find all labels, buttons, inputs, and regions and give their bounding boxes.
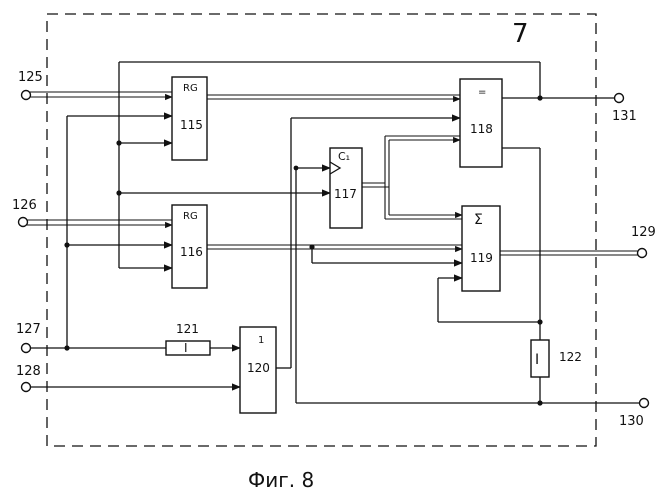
adder-119: Σ 119: [462, 206, 500, 291]
comparator-118-type: =: [478, 87, 486, 98]
trigger-120: 1 120: [240, 327, 276, 413]
terminal-131: [615, 94, 624, 103]
element-121-type: I: [184, 341, 188, 355]
element-122-number: 122: [559, 350, 582, 364]
register-115-number: 115: [180, 118, 203, 132]
element-122: I 122: [531, 340, 582, 377]
terminal-label-125: 125: [18, 70, 43, 85]
register-115: RG 115: [172, 77, 207, 160]
register-116: RG 116: [172, 205, 207, 288]
module-boundary: [47, 14, 596, 446]
terminal-label-127: 127: [16, 322, 41, 337]
terminal-129: [638, 249, 647, 258]
counter-117-number: 117: [334, 187, 357, 201]
terminal-127: [22, 344, 31, 353]
terminal-128: [22, 383, 31, 392]
terminal-label-130: 130: [619, 414, 644, 429]
terminal-label-129: 129: [631, 225, 656, 240]
figure-caption: Фиг. 8: [248, 468, 314, 492]
register-116-number: 116: [180, 245, 203, 259]
register-115-type: RG: [183, 83, 198, 94]
comparator-118: = 118: [460, 79, 502, 167]
terminal-label-126: 126: [12, 198, 37, 213]
element-121-number: 121: [176, 322, 199, 336]
terminal-label-128: 128: [16, 364, 41, 379]
terminal-125: [22, 91, 31, 100]
trigger-120-number: 120: [247, 361, 270, 375]
element-122-type: I: [535, 352, 539, 368]
trigger-120-type: 1: [258, 335, 264, 346]
adder-119-number: 119: [470, 251, 493, 265]
terminal-130: [640, 399, 649, 408]
register-116-type: RG: [183, 211, 198, 222]
terminal-126: [19, 218, 28, 227]
comparator-118-number: 118: [470, 122, 493, 136]
terminal-label-131: 131: [612, 109, 637, 124]
element-121: I 121: [166, 322, 210, 355]
module-number: 7: [512, 19, 529, 49]
adder-119-type: Σ: [474, 212, 483, 228]
counter-117: C₁ 117: [330, 148, 362, 228]
counter-117-type: C₁: [338, 150, 350, 163]
